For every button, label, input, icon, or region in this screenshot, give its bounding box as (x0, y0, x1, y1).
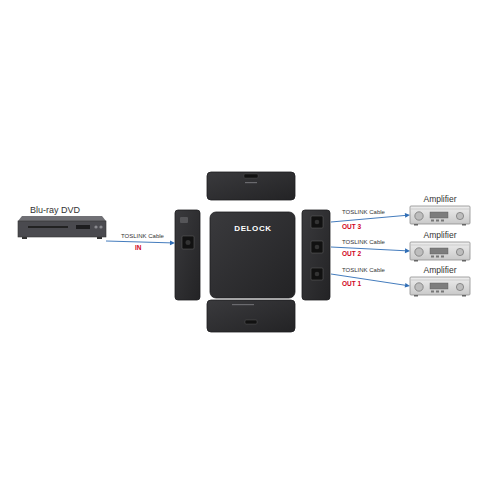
splitter-input-port (182, 236, 194, 249)
cable-line (331, 215, 405, 222)
port-label: IN (134, 244, 143, 251)
toslink-cable (331, 274, 410, 288)
arrow-head (405, 248, 410, 253)
splitter-bottom-marking (232, 304, 254, 305)
splitter-output-port (311, 268, 323, 280)
splitter-output-port-hole (315, 272, 320, 277)
splitter-output-port-hole (315, 220, 320, 225)
splitter-top-side (207, 172, 295, 200)
port-label: OUT 2 (341, 250, 362, 257)
device-label: Amplifier (423, 266, 456, 276)
player-display (76, 225, 90, 229)
amplifier-drawing (410, 242, 470, 262)
device-label: Amplifier (423, 231, 456, 241)
splitter-output-port (311, 216, 323, 228)
splitter-device: DELOCK (175, 172, 331, 332)
player-node: Blu-ray DVD (18, 205, 106, 239)
cable-label: TOSLINK Cable (120, 233, 165, 240)
player-button (94, 225, 97, 228)
player-foot (97, 237, 102, 239)
amplifier-node: Amplifier (410, 266, 470, 297)
splitter-output-port-hole (315, 245, 320, 250)
splitter-left-side (175, 210, 200, 300)
amplifier-drawing (410, 206, 470, 226)
device-label: Amplifier (423, 195, 456, 205)
bluray-player-drawing (18, 216, 106, 239)
splitter-right-side (302, 210, 330, 300)
player-front (18, 221, 106, 237)
splitter-views (175, 172, 330, 332)
port-label: OUT 3 (341, 223, 362, 230)
splitter-top-view (210, 212, 295, 298)
cable-label: TOSLINK Cable (341, 209, 386, 216)
splitter-usb-port (245, 320, 257, 324)
player-disc-slot (28, 226, 68, 228)
splitter-input-port-hole (186, 240, 191, 245)
cable-label: TOSLINK Cable (341, 239, 386, 246)
amplifier-drawing (410, 277, 470, 297)
brand-logo: DELOCK (234, 224, 271, 233)
player-button (99, 225, 102, 228)
device-label: Blu-ray DVD (30, 205, 80, 215)
player-foot (22, 237, 27, 239)
arrow-head (405, 213, 410, 218)
cable-label: TOSLINK Cable (341, 267, 386, 274)
splitter-top-marking (245, 182, 257, 183)
splitter-output-port (311, 241, 323, 253)
splitter-top-port (244, 174, 258, 178)
splitter-bottom-side (207, 300, 295, 332)
amplifier-node: Amplifier (410, 195, 470, 226)
player-top (18, 216, 106, 221)
splitter-switch (180, 217, 188, 223)
arrow-head (170, 240, 175, 245)
port-label: OUT 1 (341, 280, 362, 287)
arrow-head (405, 283, 410, 288)
amplifier-node: Amplifier (410, 231, 470, 262)
